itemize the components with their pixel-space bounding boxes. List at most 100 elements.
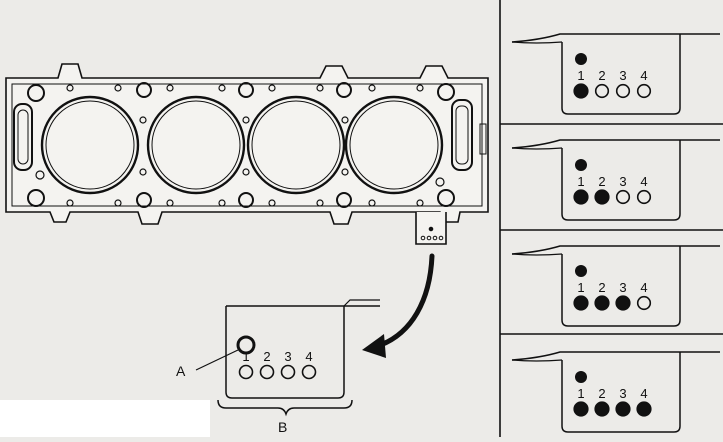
callout-tab-outline: [225, 305, 380, 399]
gasket-inner-outline: [11, 83, 483, 207]
variant-hole-open: [636, 83, 652, 99]
callout-hole-number: 3: [284, 349, 291, 364]
variant-tab-outline: [511, 351, 720, 433]
coolant-hole: [268, 84, 276, 92]
cylinder-bore-2: [146, 95, 246, 195]
variant-reference-dot: [575, 159, 587, 171]
variant-hole-open: [615, 189, 631, 205]
callout-edge-line: [343, 299, 380, 307]
variant-hole-filled: [636, 401, 652, 417]
coolant-hole: [66, 84, 74, 92]
coolant-hole: [341, 168, 349, 176]
bracket-b: [217, 399, 353, 417]
right-edge-tab: [479, 123, 487, 155]
coolant-hole: [416, 199, 424, 207]
variant-hole-filled: [615, 295, 631, 311]
bolt-hole: [336, 82, 352, 98]
variant-edge-line: [511, 359, 563, 362]
coolant-hole: [435, 177, 445, 187]
coolant-hole: [268, 199, 276, 207]
left-oil-slot: [13, 103, 33, 171]
cylinder-bore-1: [40, 95, 140, 195]
variant-edge-line: [511, 147, 563, 150]
bolt-hole: [336, 192, 352, 208]
head-gasket: [5, 63, 489, 245]
variant-hole-number: 2: [598, 68, 605, 83]
callout-hole: [238, 364, 254, 380]
bolt-hole: [238, 192, 254, 208]
variant-hole-filled: [573, 83, 589, 99]
variant-hole-number: 3: [619, 68, 626, 83]
variant-hole-number: 3: [619, 280, 626, 295]
cylinder-bore-3-inner: [251, 100, 341, 190]
left-oil-slot-inner: [17, 109, 29, 165]
coolant-hole: [218, 199, 226, 207]
callout-hole-number: 2: [263, 349, 270, 364]
variant-edge-line: [511, 253, 563, 256]
variant-hole-open: [615, 83, 631, 99]
coolant-hole: [139, 168, 147, 176]
bolt-hole: [136, 82, 152, 98]
callout-hole: [259, 364, 275, 380]
callout-hole-number: 1: [242, 349, 249, 364]
variant-reference-dot: [575, 53, 587, 65]
coolant-hole: [114, 199, 122, 207]
callout-hole-number: 4: [305, 349, 312, 364]
coolant-hole: [35, 170, 45, 180]
pointer-a-label: A: [176, 363, 186, 379]
variant-hole-number: 2: [598, 174, 605, 189]
variant-hole-number: 1: [577, 174, 584, 189]
variant-hole-number: 4: [640, 174, 647, 189]
variant-hole-number: 3: [619, 174, 626, 189]
callout-reference-hole: [236, 335, 256, 355]
variant-hole-open: [636, 295, 652, 311]
cylinder-bore-2-inner: [151, 100, 241, 190]
right-oil-slot-inner: [455, 105, 469, 165]
cylinder-bore-1-inner: [45, 100, 135, 190]
bolt-hole: [238, 82, 254, 98]
coolant-hole: [341, 116, 349, 124]
variant-hole-filled: [573, 401, 589, 417]
cylinder-bore-4-inner: [349, 100, 439, 190]
variant-tab-outline: [511, 139, 720, 221]
cylinder-bore-4: [344, 95, 444, 195]
variant-edge-line: [511, 41, 563, 44]
variant-tab-outline: [511, 245, 720, 327]
bracket-b-label: B: [278, 419, 287, 435]
variant-hole-number: 3: [619, 386, 626, 401]
bolt-hole: [27, 189, 45, 207]
coolant-hole: [66, 199, 74, 207]
cylinder-bore-3: [246, 95, 346, 195]
blank-corner: [0, 400, 210, 437]
variant-reference-dot: [575, 265, 587, 277]
right-oil-slot: [451, 99, 473, 171]
variant-tab-outline: [511, 33, 720, 115]
callout-hole: [280, 364, 296, 380]
bolt-hole: [437, 189, 455, 207]
variant-hole-number: 1: [577, 280, 584, 295]
coolant-hole: [368, 84, 376, 92]
coolant-hole: [114, 84, 122, 92]
variant-hole-number: 1: [577, 68, 584, 83]
bolt-hole: [136, 192, 152, 208]
coolant-hole: [242, 116, 250, 124]
coolant-hole: [316, 84, 324, 92]
variant-hole-number: 2: [598, 280, 605, 295]
bolt-hole: [437, 83, 455, 101]
variant-hole-filled: [615, 401, 631, 417]
variant-hole-open: [636, 189, 652, 205]
variant-hole-number: 4: [640, 280, 647, 295]
coolant-hole: [166, 84, 174, 92]
coolant-hole: [242, 168, 250, 176]
coolant-hole: [218, 84, 226, 92]
variant-hole-filled: [573, 189, 589, 205]
variant-hole-filled: [594, 295, 610, 311]
